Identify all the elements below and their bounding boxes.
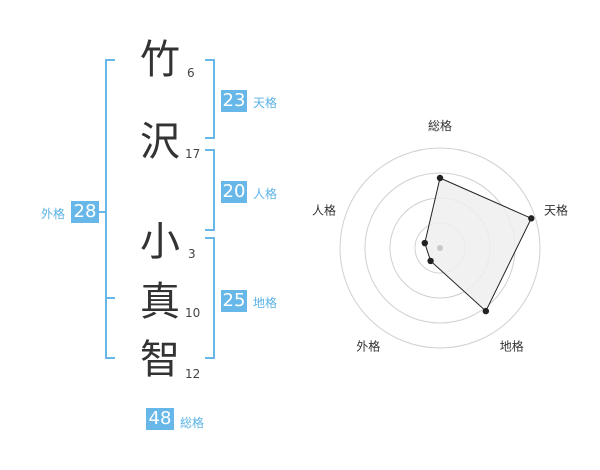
radar-area <box>424 177 532 312</box>
radar-point-4 <box>427 257 434 265</box>
stroke-count-5: 12 <box>185 367 201 381</box>
radar-axis-label-3: 地格 <box>500 339 524 354</box>
stroke-count-1: 6 <box>187 66 195 80</box>
radar-point-2 <box>528 215 535 222</box>
soukaku-value: 48 <box>146 408 174 430</box>
radar-center-dot <box>437 245 443 251</box>
radar-point-5 <box>421 239 428 247</box>
chikaku-label: 地格 <box>253 296 278 310</box>
chikaku-value: 25 <box>221 290 247 312</box>
gaikaku-value: 28 <box>71 201 99 223</box>
radar-axis-label-5: 人格 <box>312 202 336 217</box>
soukaku-label: 総格 <box>180 416 205 430</box>
radar-axis-label-4: 外格 <box>356 339 380 354</box>
radar-axis-label-2: 天格 <box>544 202 568 217</box>
jinkaku-value: 20 <box>221 181 247 203</box>
radar-axis-label-1: 総格 <box>428 118 452 133</box>
radar-point-3 <box>482 307 490 315</box>
radar-ring-4 <box>339 147 541 349</box>
stroke-count-3: 3 <box>188 247 196 261</box>
tenkaku-label: 天格 <box>253 96 278 110</box>
name-char-1: 竹 <box>140 37 180 83</box>
name-char-3: 小 <box>140 219 180 265</box>
name-char-4: 真 <box>140 279 180 325</box>
tenkaku-value: 23 <box>221 90 247 112</box>
name-char-2: 沢 <box>140 119 180 165</box>
gaikaku-label: 外格 <box>41 207 66 221</box>
radar-point-1 <box>436 174 444 182</box>
stroke-count-4: 10 <box>185 306 201 320</box>
jinkaku-label: 人格 <box>253 187 278 201</box>
name-char-5: 智 <box>140 337 180 383</box>
stroke-count-2: 17 <box>185 147 201 161</box>
